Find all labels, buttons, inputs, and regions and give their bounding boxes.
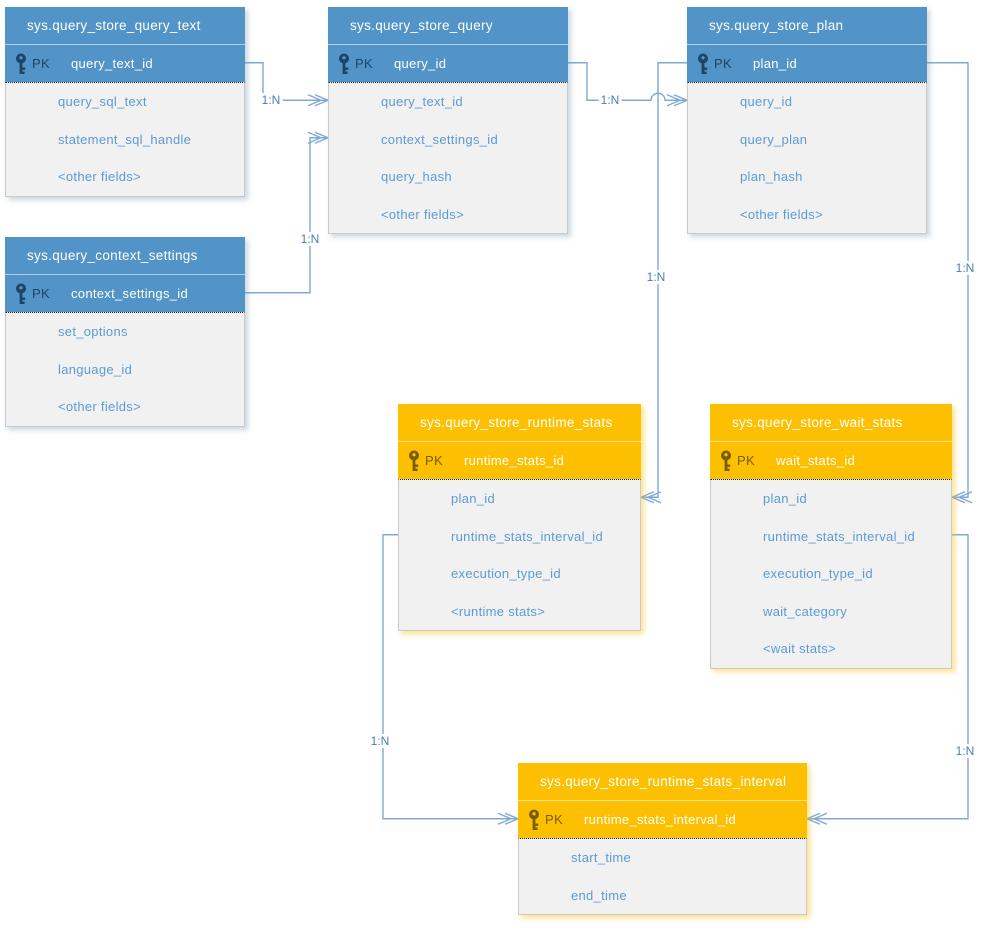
pk-field-name: query_id — [394, 56, 447, 71]
pk-field-name: query_text_id — [71, 56, 153, 71]
relationship-line — [245, 137, 328, 294]
primary-key-row: PK query_id — [328, 45, 568, 82]
entity-fields: query_id query_plan plan_hash <other fields… — [687, 82, 927, 234]
entity-title: sys.query_store_plan — [687, 7, 927, 45]
field-row: set_options — [58, 324, 128, 340]
pk-label: PK — [32, 56, 50, 71]
entity-fields: start_time end_time — [518, 838, 807, 915]
relationship-cardinality-label: 1:N — [644, 270, 668, 284]
pk-field-name: runtime_stats_interval_id — [584, 812, 737, 827]
pk-label: PK — [32, 286, 50, 301]
field-row: runtime_stats_interval_id — [451, 528, 604, 544]
primary-key-row: PK query_text_id — [5, 45, 245, 82]
relationship-cardinality-label: 1:N — [298, 232, 322, 246]
primary-key-icon — [409, 450, 419, 471]
many-arrow-icon — [307, 94, 323, 107]
pk-label: PK — [714, 56, 732, 71]
primary-key-row: PK runtime_stats_id — [398, 442, 641, 479]
entity-title: sys.query_store_runtime_stats — [398, 404, 641, 442]
field-row: end_time — [571, 887, 627, 903]
field-row: query_plan — [740, 131, 808, 147]
relationship-cardinality-label: 1:N — [598, 93, 622, 108]
relationship-cardinality-label: 1:N — [259, 93, 283, 108]
pk-label: PK — [425, 453, 443, 468]
field-row: language_id — [58, 361, 133, 377]
field-row: <other fields> — [381, 206, 464, 222]
many-arrow-icon — [957, 491, 973, 504]
many-arrow-icon — [812, 812, 828, 825]
field-row: query_hash — [381, 169, 452, 185]
relationship-line — [245, 62, 328, 101]
field-row: runtime_stats_interval_id — [763, 528, 916, 544]
entity-title: sys.query_store_wait_stats — [710, 404, 952, 442]
field-row: <runtime stats> — [451, 603, 546, 619]
entity-fields: query_text_id context_settings_id query_ha… — [328, 82, 568, 234]
field-row: start_time — [571, 850, 632, 866]
relationship-line — [382, 534, 518, 820]
entity-fields: set_options language_id <other fields> — [5, 312, 245, 427]
field-row: plan_hash — [740, 169, 803, 185]
field-row: wait_category — [763, 603, 848, 619]
pk-field-name: runtime_stats_id — [464, 453, 565, 468]
primary-key-icon — [698, 53, 708, 74]
primary-key-icon — [721, 450, 731, 471]
many-arrow-icon — [307, 131, 323, 144]
primary-key-icon — [16, 53, 26, 74]
field-row: <other fields> — [58, 399, 141, 415]
relationship-cardinality-label: 1:N — [953, 744, 977, 758]
primary-key-icon — [16, 283, 26, 304]
field-row: <other fields> — [58, 169, 141, 185]
relationship-line — [807, 534, 969, 820]
pk-label: PK — [737, 453, 755, 468]
entity-fields: plan_id runtime_stats_interval_id executio… — [710, 479, 952, 669]
pk-label: PK — [545, 812, 563, 827]
primary-key-row: PK wait_stats_id — [710, 442, 952, 479]
many-arrow-icon — [950, 491, 966, 504]
entity-fields: query_sql_text statement_sql_handle <other… — [5, 82, 245, 197]
pk-field-name: context_settings_id — [71, 286, 188, 301]
field-row: query_id — [740, 94, 793, 110]
many-arrow-icon — [639, 491, 655, 504]
primary-key-row: PK plan_id — [687, 45, 927, 82]
relationship-line — [568, 62, 687, 101]
entity-title: sys.query_store_query — [328, 7, 568, 45]
field-row: plan_id — [763, 491, 808, 507]
field-row: <wait stats> — [763, 641, 836, 657]
primary-key-icon — [529, 809, 539, 830]
entity-title: sys.query_context_settings — [5, 237, 245, 275]
pk-field-name: plan_id — [753, 56, 798, 71]
primary-key-row: PK runtime_stats_interval_id — [518, 801, 807, 838]
many-arrow-icon — [497, 812, 513, 825]
entity-title: sys.query_store_runtime_stats_interval — [518, 763, 807, 801]
field-row: execution_type_id — [763, 566, 873, 582]
field-row: query_text_id — [381, 94, 463, 110]
field-row: plan_id — [451, 491, 496, 507]
many-arrow-icon — [805, 812, 821, 825]
field-row: <other fields> — [740, 206, 823, 222]
primary-key-row: PK context_settings_id — [5, 275, 245, 312]
field-row: statement_sql_handle — [58, 131, 192, 147]
field-row: execution_type_id — [451, 566, 561, 582]
entity-title: sys.query_store_query_text — [5, 7, 245, 45]
field-row: context_settings_id — [381, 131, 498, 147]
relationship-cardinality-label: 1:N — [953, 261, 977, 275]
primary-key-icon — [339, 53, 349, 74]
field-row: query_sql_text — [58, 94, 147, 110]
relationship-cardinality-label: 1:N — [368, 734, 392, 748]
many-arrow-icon — [666, 94, 682, 107]
entity-fields: plan_id runtime_stats_interval_id executio… — [398, 479, 641, 631]
pk-field-name: wait_stats_id — [776, 453, 856, 468]
pk-label: PK — [355, 56, 373, 71]
many-arrow-icon — [646, 491, 662, 504]
